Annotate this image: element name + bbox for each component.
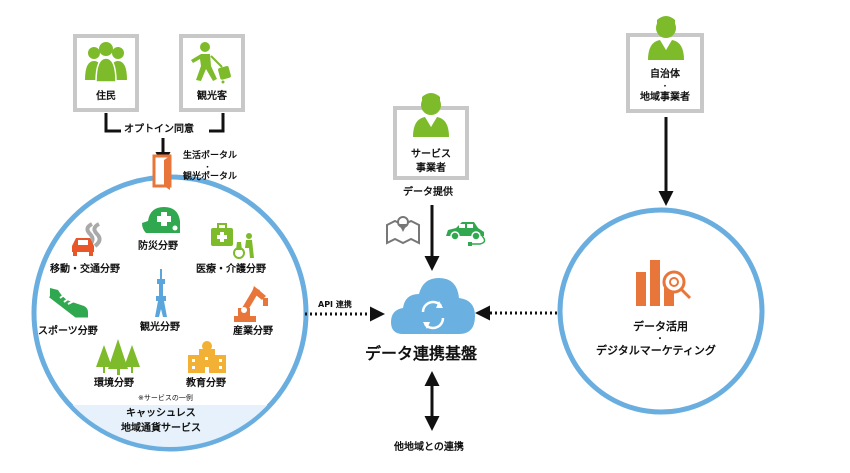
electric-car-icon: [446, 222, 486, 246]
analytics-circle-outline: [557, 207, 765, 415]
tourists-box: 観光客: [179, 34, 245, 112]
service-note: ※サービスの一例: [138, 394, 193, 402]
trees-icon: [96, 339, 140, 375]
api-link-label: API 連携: [318, 300, 352, 309]
field-tourism-label: 観光分野: [140, 322, 180, 333]
people-group-icon: [85, 42, 127, 83]
other-regions-label: 他地域との連携: [394, 442, 464, 453]
residents-box: 住民: [73, 34, 139, 112]
school-icon: [188, 341, 226, 373]
bar-chart-search-icon: [636, 260, 692, 306]
field-medical-label: 医療・介護分野: [196, 264, 266, 275]
businessperson-icon: [413, 93, 449, 137]
tourists-label: 観光客: [197, 91, 227, 102]
field-disaster-label: 防災分野: [138, 241, 178, 252]
field-education-label: 教育分野: [186, 378, 226, 389]
portal-line1: 生活ポータル: [183, 151, 238, 161]
opt-in-bracket: [104, 113, 225, 133]
map-pin-icon: [386, 216, 420, 245]
field-environment-label: 環境分野: [94, 378, 134, 389]
municipality-line1: 自治体: [650, 69, 680, 80]
field-industry-label: 産業分野: [233, 326, 273, 337]
residents-label: 住民: [96, 91, 116, 102]
portal-line2: 観光ポータル: [183, 172, 238, 182]
car-road-icon: [72, 222, 102, 256]
helmet-icon: [142, 207, 180, 233]
opt-in-label: オプトイン同意: [124, 124, 194, 135]
footer-line1: キャッシュレス: [126, 408, 196, 419]
service-provider-line2: 事業者: [416, 163, 446, 174]
medical-care-icon: [211, 223, 254, 259]
platform-label: データ連携基盤: [365, 344, 478, 363]
field-mobility-label: 移動・交通分野: [50, 264, 120, 275]
traveler-with-suitcase-icon: [191, 42, 231, 84]
sneaker-icon: [49, 288, 88, 318]
door-icon: [152, 154, 172, 190]
data-provision-label: データ提供: [403, 187, 453, 198]
footer-line2: 地域通貨サービス: [121, 423, 201, 434]
analytics-line2: デジタルマーケティング: [596, 344, 716, 357]
municipality-line2: 地域事業者: [640, 92, 690, 103]
analytics-line1: データ活用: [633, 320, 688, 333]
robot-arm-icon: [234, 286, 268, 322]
portal-sep: ・: [204, 163, 211, 171]
businessperson-icon: [648, 16, 684, 60]
analytics-sep: ・: [656, 334, 664, 343]
cloud-sync-icon: [391, 278, 475, 334]
tower-icon: [155, 269, 167, 317]
service-provider-line1: サービス: [411, 149, 451, 160]
municipality-sep: ・: [661, 82, 669, 90]
field-sports-label: スポーツ分野: [38, 326, 98, 337]
